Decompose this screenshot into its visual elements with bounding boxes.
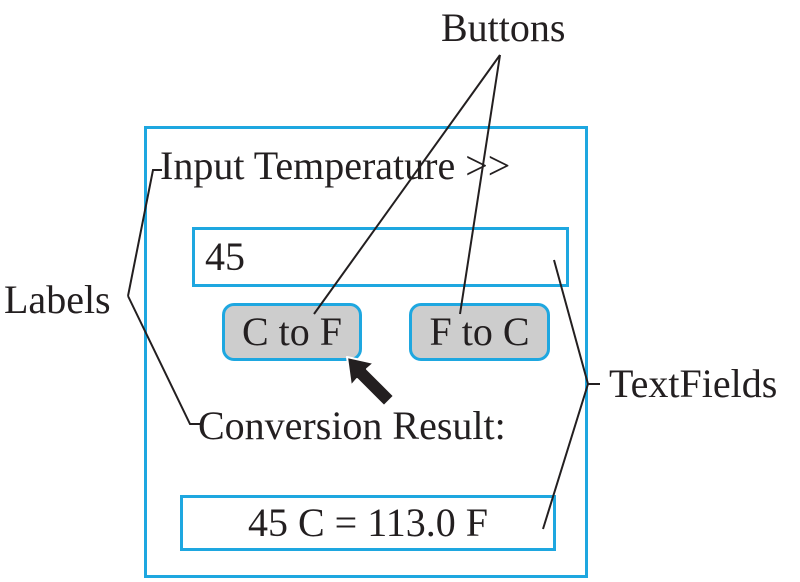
buttons-callout: Buttons (441, 5, 566, 50)
textfields-callout: TextFields (609, 361, 778, 406)
c-to-f-button[interactable]: C to F (222, 303, 362, 361)
labels-callout: Labels (4, 277, 111, 322)
conversion-result-field[interactable]: 45 C = 113.0 F (180, 495, 556, 551)
f-to-c-button[interactable]: F to C (409, 303, 550, 361)
temperature-input[interactable]: 45 (192, 227, 569, 287)
input-temperature-label: Input Temperature >> (160, 143, 511, 188)
conversion-result-label: Conversion Result: (198, 403, 506, 448)
